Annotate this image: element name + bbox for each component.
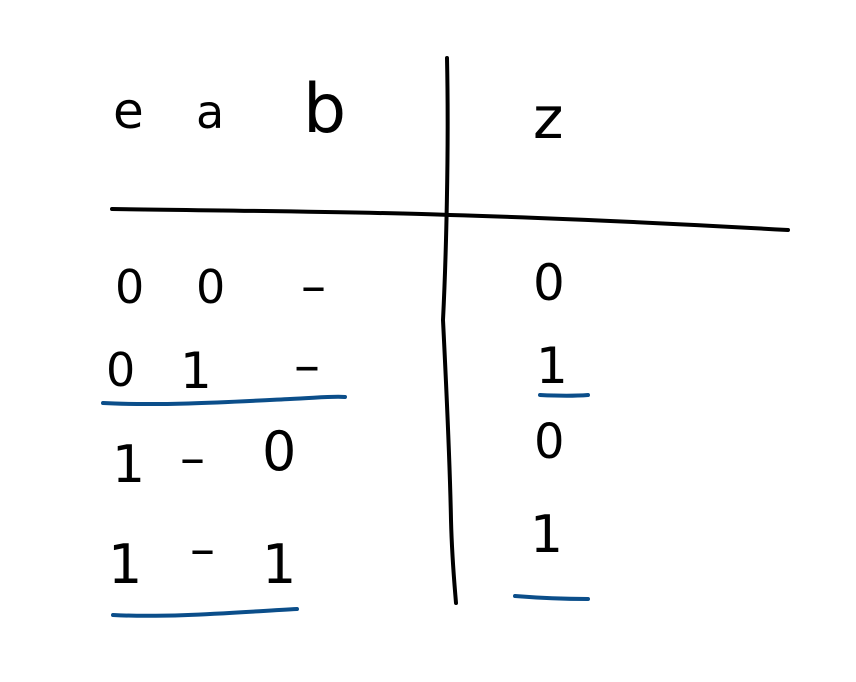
row4-b: 1 <box>262 533 296 596</box>
header-e: e <box>113 82 144 140</box>
row1-b: – <box>301 257 326 315</box>
row3-e: 1 <box>112 435 145 495</box>
header-a: a <box>196 85 224 139</box>
row3-a: – <box>180 429 205 487</box>
row4-output-underline <box>513 594 590 601</box>
row4-e: 1 <box>108 533 142 596</box>
row2-output-underline <box>538 393 590 398</box>
horizontal-divider <box>110 207 790 232</box>
row1-e: 0 <box>115 260 144 314</box>
row4-inputs-underline <box>111 607 299 618</box>
row2-a: 1 <box>180 342 212 400</box>
row2-z: 1 <box>536 337 568 395</box>
header-b: b <box>303 70 346 149</box>
vertical-divider <box>441 56 458 605</box>
header-z: z <box>533 84 563 152</box>
row2-e: 0 <box>106 343 135 397</box>
row3-z: 0 <box>534 414 565 470</box>
row2-b: – <box>294 336 320 396</box>
row4-z: 1 <box>530 505 563 565</box>
row4-a: – <box>190 520 215 578</box>
row2-inputs-underline <box>101 394 347 407</box>
row1-a: 0 <box>196 260 225 314</box>
row1-z: 0 <box>533 254 565 312</box>
row3-b: 0 <box>262 420 296 483</box>
